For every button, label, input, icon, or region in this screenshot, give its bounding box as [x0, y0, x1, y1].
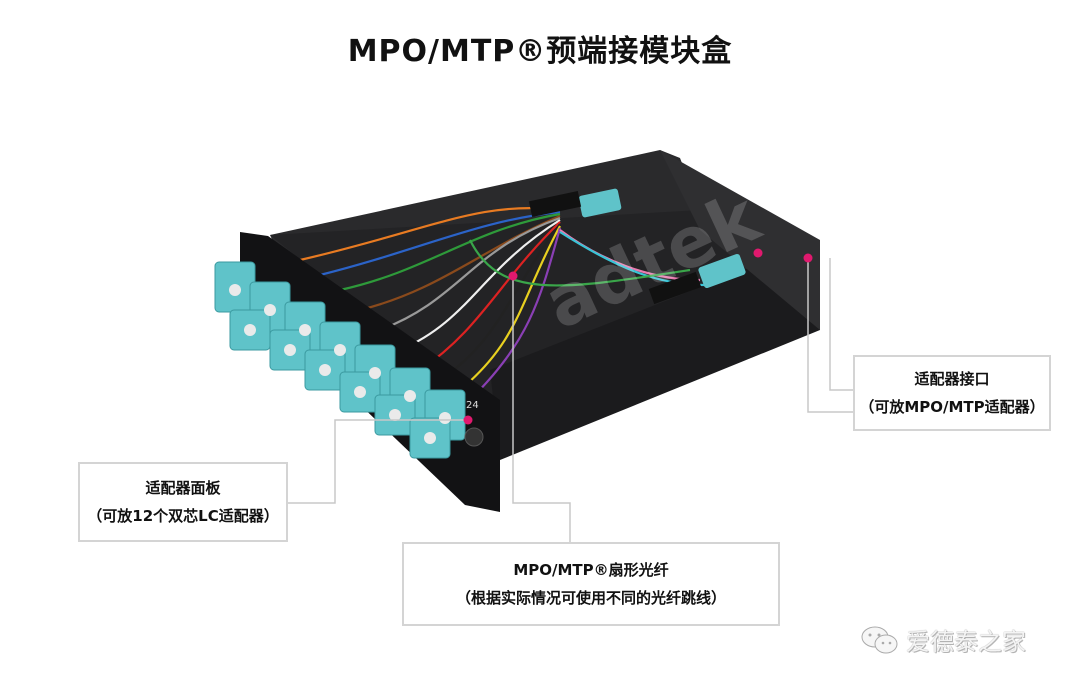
wechat-icon	[861, 626, 898, 653]
callout-adapter-panel: 适配器面板 （可放12个双芯LC适配器）	[78, 462, 288, 542]
callout-fanout-fiber: MPO/MTP®扇形光纤 （根据实际情况可使用不同的光纤跳线）	[402, 542, 780, 626]
fanout-fibers	[299, 206, 706, 401]
mpo-connector-bottom	[698, 253, 746, 289]
panel-number: 24	[466, 400, 479, 411]
markers	[463, 248, 813, 425]
box-side-wall	[490, 240, 820, 460]
callout-title: MPO/MTP®扇形光纤	[513, 561, 669, 579]
box-floor	[270, 210, 820, 420]
mpo-connector-top	[578, 188, 622, 218]
callout-subtitle: （可放MPO/MTP适配器）	[859, 398, 1045, 416]
brand-watermark: 爱德泰之家	[860, 622, 1026, 657]
callout-title: 适配器面板	[145, 479, 221, 497]
box-right-wall	[660, 150, 820, 330]
leader-lines	[288, 258, 853, 542]
page-title: MPO/MTP®预端接模块盒	[347, 34, 733, 69]
callout-subtitle: （可放12个双芯LC适配器）	[87, 507, 279, 525]
marker-panel	[463, 415, 473, 425]
callout-adapter-port: 适配器接口 （可放MPO/MTP适配器）	[853, 355, 1051, 431]
callout-title: 适配器接口	[914, 370, 990, 388]
marker-fiber	[508, 271, 518, 281]
lc-adapters	[214, 261, 466, 459]
panel-screw	[464, 427, 484, 447]
brand-name: 爱德泰之家	[906, 628, 1026, 656]
callout-subtitle: （根据实际情况可使用不同的光纤跳线）	[455, 589, 726, 607]
marker-port-2	[803, 253, 813, 263]
marker-port-1	[753, 248, 763, 258]
